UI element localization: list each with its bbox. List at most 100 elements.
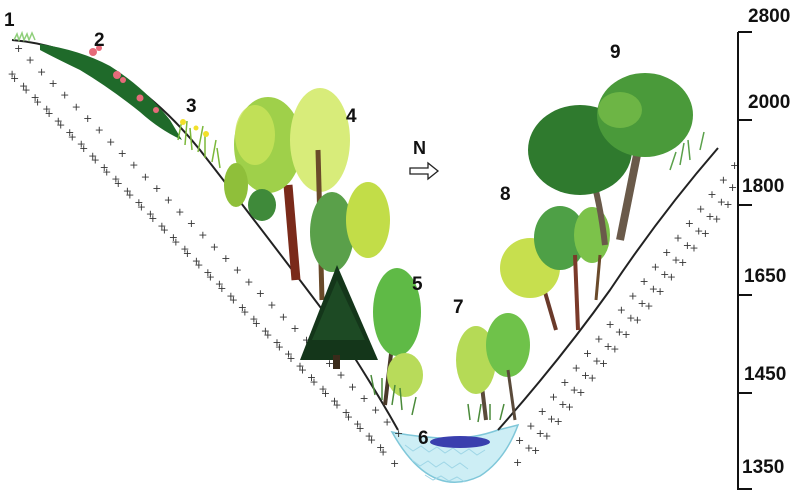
bedrock-plus-mark: + (210, 240, 219, 253)
bedrock-plus-mark: + (187, 217, 196, 230)
bedrock-plus-mark: + (342, 406, 351, 419)
meadow-flowers (180, 119, 209, 137)
zone-label-1: 1 (4, 10, 15, 31)
bedrock-plus-mark: + (146, 208, 155, 221)
bedrock-plus-mark: + (284, 348, 293, 361)
bedrock-plus-mark: + (307, 371, 316, 384)
bedrock-plus-mark: + (673, 231, 682, 244)
bedrock-plus-mark: + (662, 246, 671, 259)
bedrock-plus-mark: + (572, 362, 581, 375)
bedrock-plus-mark: + (330, 394, 339, 407)
bedrock-plus-mark: + (203, 266, 212, 279)
bedrock-plus-mark: + (238, 301, 247, 314)
bedrock-plus-mark: + (157, 219, 166, 232)
bedrock-plus-mark: + (570, 384, 579, 397)
zone-label-9: 9 (610, 42, 621, 63)
bedrock-plus-mark: + (233, 264, 242, 277)
river-water (430, 436, 490, 448)
bedrock-plus-mark: + (14, 42, 23, 55)
zone-label-7: 7 (453, 297, 464, 318)
altitude-label-1450: 1450 (744, 364, 786, 385)
bedrock-plus-mark: + (256, 287, 265, 300)
bedrock-plus-mark: + (604, 340, 613, 353)
bedrock-plus-mark: + (134, 196, 143, 209)
bedrock-plus-mark: + (88, 149, 97, 162)
bedrock-plus-mark: + (626, 311, 635, 324)
bedrock-plus-mark: + (538, 405, 547, 418)
bedrock-plus-mark: + (65, 126, 74, 139)
bedrock-plus-mark: + (83, 112, 92, 125)
bedrock-plus-mark: + (383, 415, 392, 428)
bedrock-plus-mark: + (536, 427, 545, 440)
altitude-label-2000: 2000 (748, 92, 790, 113)
bedrock-plus-mark: + (515, 434, 524, 447)
bedrock-plus-mark: + (649, 282, 658, 295)
bedrock-plus-mark: + (583, 347, 592, 360)
bedrock-plus-mark: + (336, 369, 345, 382)
bedrock-plus-mark: + (549, 391, 558, 404)
bedrock-plus-mark: + (376, 441, 385, 454)
bedrock-plus-mark: + (141, 170, 150, 183)
bedrock-plus-mark: + (169, 231, 178, 244)
bedrock-plus-mark: + (360, 392, 369, 405)
bedrock-plus-mark: + (660, 268, 669, 281)
bedrock-plus-mark: + (49, 77, 58, 90)
bedrock-plus-mark: + (60, 89, 69, 102)
north-arrow: N (410, 138, 438, 179)
bedrock-plus-mark: + (671, 253, 680, 266)
bedrock-plus-mark: + (226, 289, 235, 302)
bedrock-plus-mark: + (705, 210, 714, 223)
alpine-grass (14, 33, 35, 40)
bedrock-plus-mark: + (685, 217, 694, 230)
bedrock-plus-mark: + (353, 418, 362, 431)
bedrock-plus-mark: + (371, 404, 380, 417)
bedrock-plus-mark: + (111, 173, 120, 186)
bedrock-plus-mark: + (175, 205, 184, 218)
zone-label-8: 8 (500, 184, 511, 205)
bedrock-plus-mark: + (42, 103, 51, 116)
bedrock-plus-mark: + (717, 196, 726, 209)
bedrock-plus-mark: + (651, 260, 660, 273)
bedrock-plus-mark: + (123, 184, 132, 197)
altitude-label-1650: 1650 (744, 266, 786, 287)
bedrock-plus-mark: + (198, 229, 207, 242)
bedrock-plus-mark: + (164, 194, 173, 207)
bedrock-plus-mark: + (694, 224, 703, 237)
bedrock-plus-mark: + (513, 456, 522, 469)
zone-label-2: 2 (94, 30, 105, 51)
bedrock-plus-mark: + (37, 65, 46, 78)
bedrock-plus-mark: + (295, 359, 304, 372)
bedrock-plus-mark: + (54, 114, 63, 127)
bedrock-plus-mark: + (261, 324, 270, 337)
bedrock-plus-mark: + (524, 442, 533, 455)
bedrock-plus-mark: + (638, 297, 647, 310)
bedrock-plus-mark: + (118, 147, 127, 160)
bedrock-plus-mark: + (100, 161, 109, 174)
bedrock-plus-mark: + (560, 376, 569, 389)
bedrock-plus-mark: + (394, 427, 403, 440)
bedrock-plus-mark: + (249, 313, 258, 326)
bedrock-plus-mark: + (77, 138, 86, 151)
altitude-scale: 2800 2000 1800 1650 1450 1350 (738, 6, 790, 490)
zone-label-4: 4 (346, 106, 357, 127)
bedrock-plus-mark: + (547, 413, 556, 426)
bedrock-plus-mark: + (348, 380, 357, 393)
bedrock-plus-mark: + (215, 278, 224, 291)
bedrock-plus-mark: + (594, 333, 603, 346)
zone-label-6: 6 (418, 428, 429, 449)
altitude-label-1350: 1350 (742, 457, 784, 478)
bedrock-plus-mark: + (72, 100, 81, 113)
altitude-label-2800: 2800 (748, 6, 790, 27)
bedrock-plus-mark: + (617, 304, 626, 317)
bedrock-plus-mark: + (26, 54, 35, 67)
bedrock-plus-mark: + (526, 420, 535, 433)
bedrock-plus-mark: + (8, 68, 17, 81)
bedrock-plus-mark: + (244, 275, 253, 288)
bedrock-plus-mark: + (290, 322, 299, 335)
bedrock-plus-mark: + (129, 159, 138, 172)
zone-label-5: 5 (412, 274, 423, 295)
valley-bed (392, 425, 518, 482)
meadow-grass (178, 120, 220, 168)
bedrock-plus-mark: + (390, 457, 399, 470)
